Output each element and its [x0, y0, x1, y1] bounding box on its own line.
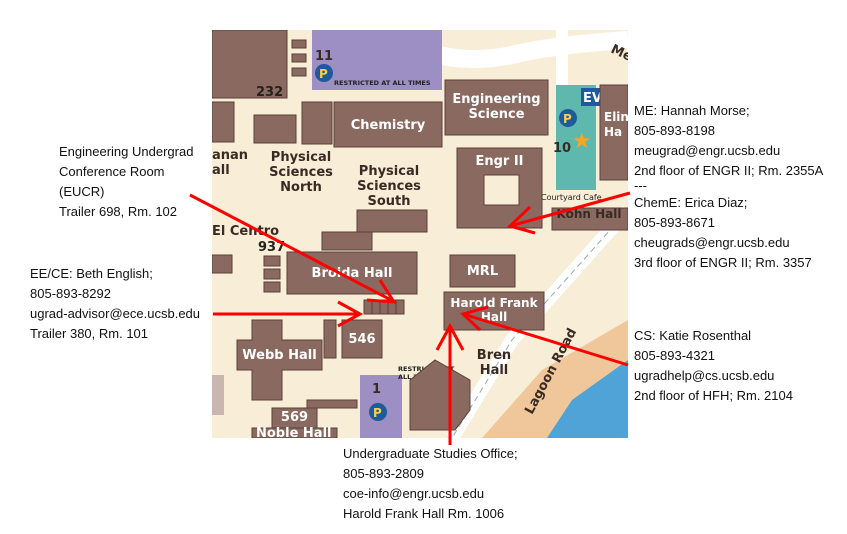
building-bren-hall — [409, 359, 471, 431]
ugs-annotation: Undergraduate Studies Office; 805-893-280… — [343, 443, 518, 523]
label-232: 232 — [256, 85, 284, 100]
label-chemistry: Chemistry — [350, 118, 426, 133]
parking-icon: P — [319, 67, 328, 81]
map-label: CS: Katie Rosenthal — [634, 328, 752, 343]
map-label: 805-893-8198 — [634, 123, 715, 138]
arrow-eucr — [189, 193, 397, 304]
lagoon-water — [547, 360, 628, 438]
arrow-cs — [460, 305, 629, 367]
lot-number: 10 — [553, 141, 571, 156]
map-label: coe-info@engr.ucsb.edu — [343, 486, 485, 501]
arrow-ugs — [435, 322, 465, 445]
map-label: 805-893-8671 — [634, 215, 715, 230]
building-engineering-science — [444, 79, 549, 136]
label-webb-hall: Webb Hall — [242, 348, 317, 363]
label-569: 569 — [280, 410, 309, 425]
map-label: Trailer 698, Rm. 102 — [59, 204, 178, 219]
label-anan-hall: anan all — [212, 148, 249, 178]
map-label: --- — [634, 178, 647, 193]
ev-icon: EV — [583, 91, 602, 106]
label-eling-hall: Eling Ha — [604, 110, 628, 139]
map-label: ugrad-advisor@ece.ucsb.edu — [30, 306, 201, 321]
map-label: meugrad@engr.ucsb.edu — [634, 143, 781, 158]
label-937: 937 — [258, 240, 286, 255]
building-webb-hall — [236, 319, 323, 401]
map-label: 805-893-4321 — [634, 348, 715, 363]
label-546: 546 — [348, 332, 376, 347]
map-label: 3rd floor of ENGR II; Rm. 3357 — [634, 255, 812, 270]
map-label: ME: Hannah Morse; — [634, 103, 750, 118]
map-labels: Engineering Science Chemistry Physical S… — [212, 30, 628, 438]
map-label: 2nd floor of ENGR II; Rm. 2355A — [634, 163, 824, 178]
arrow-me-chem — [507, 191, 631, 235]
map-label: (EUCR) — [59, 184, 105, 199]
restricted-label: RESTRICTED AT ALL TIMES — [334, 79, 431, 87]
parking-icon: P — [563, 112, 572, 126]
building-broida-hall — [286, 251, 418, 295]
building-kohn-hall — [551, 207, 628, 231]
lot-number: 11 — [315, 49, 333, 64]
building-mrl — [449, 254, 516, 288]
map-label: Trailer 380, Rm. 101 — [30, 326, 149, 341]
courtyard-label: Courtyard Cafe — [541, 193, 602, 202]
building-546 — [341, 319, 383, 359]
label-physical-sciences-north: Physical Sciences North — [269, 150, 333, 195]
label-kohn-hall: Kohn Hall — [556, 207, 622, 221]
label-engineering-science: Engineering Science — [452, 92, 541, 122]
map-label: 2nd floor of HFH; Rm. 2104 — [634, 388, 793, 403]
label-mrl: MRL — [466, 264, 499, 279]
label-el-centro: El Centro — [212, 224, 280, 239]
map-label: 805-893-8292 — [30, 286, 111, 301]
me-chem-annotation: ME: Hannah Morse; 805-893-8198 meugrad@eng… — [634, 101, 823, 273]
label-bren-hall: Bren Hall — [476, 348, 512, 378]
map-label: cheugrads@engr.ucsb.edu — [634, 235, 790, 250]
lot-number: 1 — [372, 382, 381, 397]
building-noble-hall — [251, 427, 338, 438]
label-physical-sciences-south: Physical Sciences South — [357, 164, 421, 209]
map-label: Undergraduate Studies Office; — [343, 446, 518, 461]
parking-lot-11 — [312, 30, 442, 90]
campus-map: Mesa Lagoon Road P P P 11 10 1 RESTRICTE… — [212, 30, 628, 438]
cs-annotation: CS: Katie Rosenthal 805-893-4321 ugradhelp… — [634, 326, 793, 406]
map-label: Conference Room — [59, 164, 165, 179]
map-label: ChemE: Erica Diaz; — [634, 195, 748, 210]
map-label: EE/CE: Beth English; — [30, 266, 153, 281]
building-engr-ii — [456, 147, 543, 229]
eece-annotation: EE/CE: Beth English; 805-893-8292 ugrad-ad… — [30, 264, 200, 344]
parking-icon: P — [373, 406, 382, 420]
star-icon: ★ — [572, 128, 592, 153]
map-label: ugradhelp@cs.ucsb.edu — [634, 368, 775, 383]
map-label: Harold Frank Hall Rm. 1006 — [343, 506, 505, 521]
map-label: 805-893-2809 — [343, 466, 424, 481]
map-label: Engineering Undergrad — [59, 144, 194, 159]
arrow-eece — [213, 300, 364, 328]
label-engr-ii: Engr II — [475, 154, 524, 169]
label-noble-hall: Noble Hall — [256, 426, 332, 438]
building-chemistry — [333, 101, 443, 148]
